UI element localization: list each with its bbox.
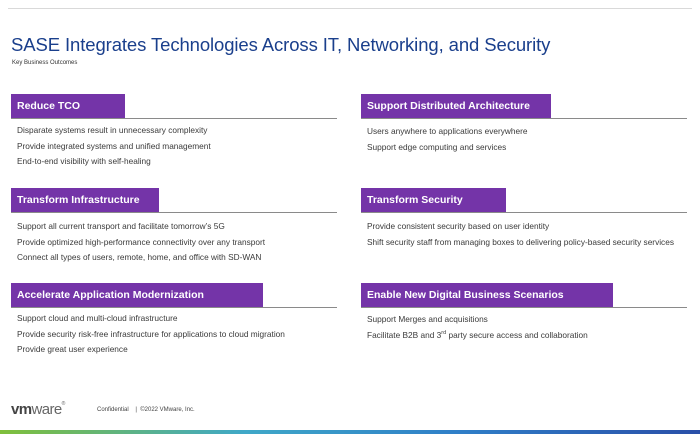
list-item: Shift security staff from managing boxes…: [367, 236, 674, 247]
list-item-text: Facilitate B2B and 3rd party secure acce…: [367, 329, 588, 340]
list-item: Users anywhere to applications everywher…: [367, 126, 528, 136]
section-heading: Enable New Digital Business Scenarios: [361, 283, 613, 307]
section-items: Support Merges and acquisitions Facilita…: [367, 314, 683, 345]
section-items: Support cloud and multi-cloud infrastruc…: [17, 313, 333, 360]
list-item: Facilitate B2B and 3rd party secure acce…: [367, 330, 683, 341]
list-item: End-to-end visibility with self-healing: [17, 156, 151, 166]
section-items: Users anywhere to applications everywher…: [367, 126, 683, 157]
section-transform-infrastructure: Transform Infrastructure Support all cur…: [11, 188, 337, 262]
list-item: Provide integrated systems and unified m…: [17, 140, 211, 151]
list-item: Support cloud and multi-cloud infrastruc…: [17, 313, 178, 323]
section-header: Transform Infrastructure: [11, 188, 337, 213]
section-heading: Reduce TCO: [11, 94, 125, 118]
section-items: Support all current transport and facili…: [17, 221, 333, 268]
section-accelerate-application-modernization: Accelerate Application Modernization Sup…: [11, 283, 337, 354]
section-support-distributed-architecture: Support Distributed Architecture Users a…: [361, 94, 687, 152]
section-header: Accelerate Application Modernization: [11, 283, 337, 308]
section-transform-security: Transform Security Provide consistent se…: [361, 188, 687, 247]
list-item: Provide great user experience: [17, 344, 128, 354]
logo-registered-mark: ®: [61, 401, 66, 407]
footer-gradient-bar: [0, 430, 700, 434]
top-divider: [8, 8, 692, 9]
list-item: Provide consistent security based on use…: [367, 221, 550, 231]
section-items: Disparate systems result in unnecessary …: [17, 125, 333, 172]
section-header: Reduce TCO: [11, 94, 337, 119]
vmware-logo: vmware®: [11, 401, 65, 418]
section-header: Transform Security: [361, 188, 687, 213]
section-enable-new-digital-business-scenarios: Enable New Digital Business Scenarios Su…: [361, 283, 687, 340]
section-heading: Transform Security: [361, 188, 506, 212]
section-heading: Support Distributed Architecture: [361, 94, 551, 118]
section-heading: Transform Infrastructure: [11, 188, 159, 212]
list-item: Support Merges and acquisitions: [367, 314, 488, 324]
list-item: Connect all types of users, remote, home…: [17, 252, 262, 262]
list-item: Disparate systems result in unnecessary …: [17, 125, 208, 135]
page-title: SASE Integrates Technologies Across IT, …: [11, 34, 551, 55]
page-subtitle: Key Business Outcomes: [12, 60, 78, 66]
logo-ware: ware: [31, 401, 62, 418]
section-heading: Accelerate Application Modernization: [11, 283, 263, 307]
section-reduce-tco: Reduce TCO Disparate systems result in u…: [11, 94, 337, 166]
list-item: Support edge computing and services: [367, 141, 507, 152]
confidential-notice: Confidential | ©2022 VMware, Inc.: [97, 407, 195, 413]
section-header: Enable New Digital Business Scenarios: [361, 283, 687, 308]
list-item: Provide security risk-free infrastructur…: [17, 328, 285, 339]
list-item: Support all current transport and facili…: [17, 221, 225, 231]
logo-vm: vm: [11, 401, 32, 418]
section-header: Support Distributed Architecture: [361, 94, 687, 119]
list-item: Provide optimized high-performance conne…: [17, 236, 266, 247]
section-items: Provide consistent security based on use…: [367, 221, 683, 252]
